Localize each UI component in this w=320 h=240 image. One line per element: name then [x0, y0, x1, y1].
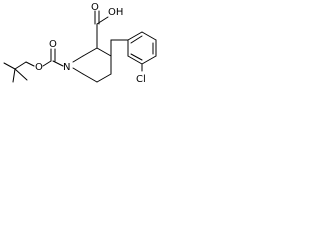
bond: [82, 47, 98, 57]
bond: [141, 31, 157, 41]
bond: [141, 55, 157, 65]
bond: [96, 47, 112, 57]
atom-label-ring-n: N: [63, 62, 70, 73]
atom-label-chlorine: Cl: [136, 74, 146, 85]
benzyl-linker: [110, 39, 129, 57]
tert-butyl-group: [3, 61, 35, 83]
atom-label-ester-o: O: [35, 62, 43, 73]
aromatic-bond: [130, 35, 143, 44]
atom-label-carbonyl-o: O: [49, 39, 57, 50]
boc-carbamate: [42, 48, 64, 67]
bond: [42, 60, 52, 67]
bond: [96, 73, 112, 83]
bond: [12, 68, 16, 83]
bond: [127, 31, 143, 41]
bond: [127, 55, 143, 65]
bond: [96, 16, 109, 25]
bond: [52, 60, 64, 67]
bond: [72, 55, 84, 63]
atom-label-oh: OH: [108, 7, 123, 18]
atom-label-carboxyl-o: O: [91, 2, 99, 13]
bond: [72, 67, 84, 75]
bond: [82, 73, 98, 83]
bond: [14, 61, 27, 70]
structure-diagram: OH O O O N Cl: [3, 2, 157, 85]
chlorophenyl-ring: [127, 31, 157, 72]
bond: [25, 61, 35, 67]
bond: [14, 68, 28, 81]
piperidine-ring: [72, 47, 112, 83]
bond: [3, 62, 16, 70]
carboxylic-acid-group: [94, 10, 109, 49]
aromatic-bond: [130, 53, 143, 61]
